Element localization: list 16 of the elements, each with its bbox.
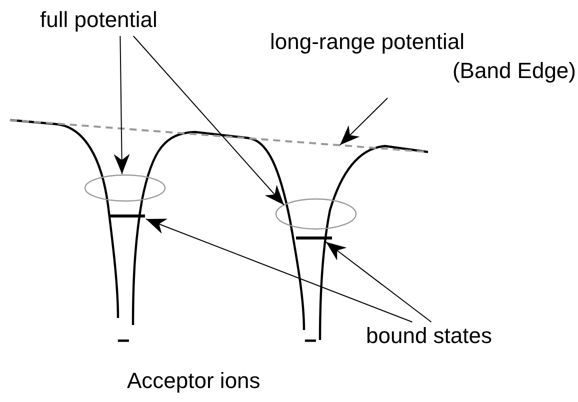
bound-state-level	[296, 236, 332, 240]
leader-arrow	[114, 36, 130, 174]
leader-arrow	[132, 36, 284, 206]
orbit-ellipse	[84, 174, 166, 202]
leader-arrow	[146, 218, 413, 322]
ion-charge-sign: −	[117, 328, 130, 354]
bound-state-level	[110, 214, 145, 218]
caption-text: Acceptor ions	[127, 368, 260, 394]
leader-arrow	[340, 98, 388, 146]
callout-text: full potential	[40, 6, 158, 34]
leader-arrow	[326, 242, 432, 322]
callout-text: long-range potential	[270, 28, 464, 56]
callout-text: bound states	[366, 322, 492, 350]
callout-text: (Band Edge)	[452, 56, 576, 85]
ion-charge-sign: −	[304, 328, 317, 354]
orbit-ellipse	[275, 198, 357, 230]
